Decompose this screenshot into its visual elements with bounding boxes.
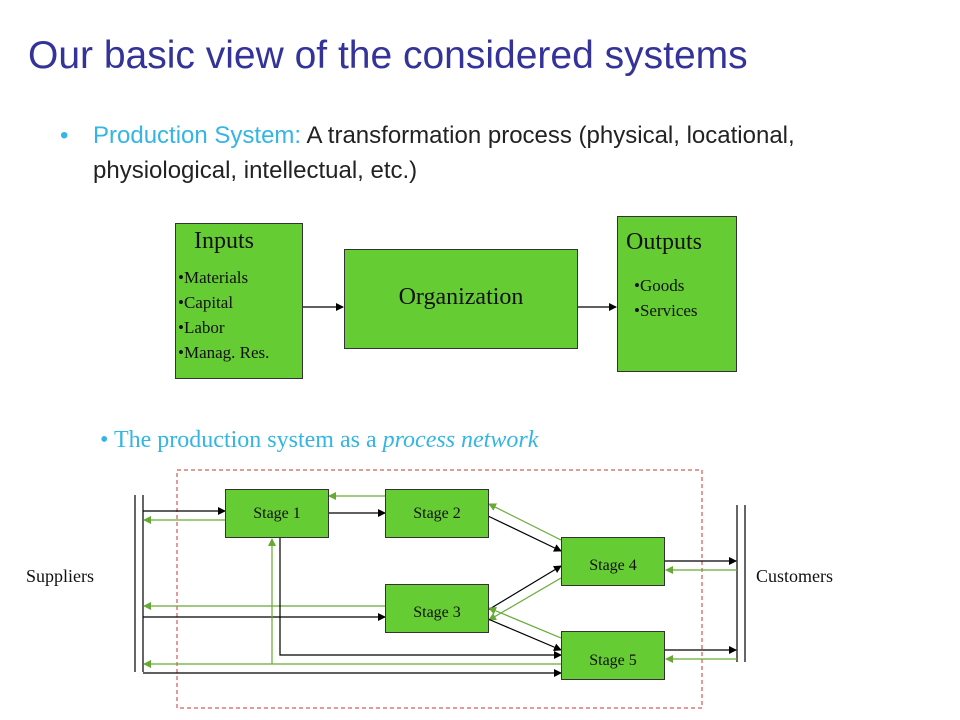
organization-label: Organization	[398, 284, 524, 310]
stage3-to-stage4-arrow	[487, 565, 562, 611]
stage3-to-stage5-arrow	[487, 618, 562, 651]
outputs-box: Outputs •Goods •Services	[617, 216, 737, 372]
outputs-list: •Goods •Services	[634, 273, 698, 323]
bullet-lead: Production System:	[93, 122, 302, 149]
suppliers-label: Suppliers	[26, 566, 95, 586]
outputs-heading: Outputs	[626, 229, 703, 255]
customers-label: Customers	[756, 566, 834, 586]
bullet-text: Production System: A transformation proc…	[93, 118, 893, 188]
stage1-to-stage5-arrow	[279, 538, 562, 659]
stage2-to-stage4-arrow	[487, 515, 562, 552]
organization-box: Organization	[344, 249, 578, 349]
stage-2-box: Stage 2	[385, 489, 489, 538]
system-boundary	[176, 469, 703, 709]
input-item: •Labor	[178, 318, 225, 337]
inputs-list: •Materials •Capital •Labor •Manag. Res.	[178, 265, 269, 365]
network-emphasis: process network	[382, 427, 539, 453]
stage-4-box: Stage 4	[561, 537, 665, 586]
output-item: •Services	[634, 301, 698, 320]
input-item: •Capital	[178, 293, 234, 312]
stage5-to-stage3-feedback	[488, 607, 562, 639]
output-item: •Goods	[634, 276, 685, 295]
stage-3-box: Stage 3	[385, 584, 489, 633]
inputs-box: Inputs •Materials •Capital •Labor •Manag…	[175, 223, 303, 379]
input-item: •Manag. Res.	[178, 343, 270, 362]
stage-1-box: Stage 1	[225, 489, 329, 538]
bullet-description: A transformation process (physical, loca…	[93, 122, 795, 184]
stage4-to-stage2-feedback	[488, 503, 562, 541]
process-network-bullet: • The production system as a process net…	[100, 427, 538, 454]
inputs-heading: Inputs	[194, 228, 254, 254]
stage4-to-stage3-feedback	[488, 577, 562, 621]
network-lead: The production system as a	[113, 427, 383, 453]
bullet-marker: •	[60, 122, 69, 149]
input-item: •Materials	[178, 268, 249, 287]
bullet-marker: •	[100, 427, 109, 453]
page-title: Our basic view of the considered systems	[28, 34, 748, 77]
stage-5-box: Stage 5	[561, 631, 665, 680]
